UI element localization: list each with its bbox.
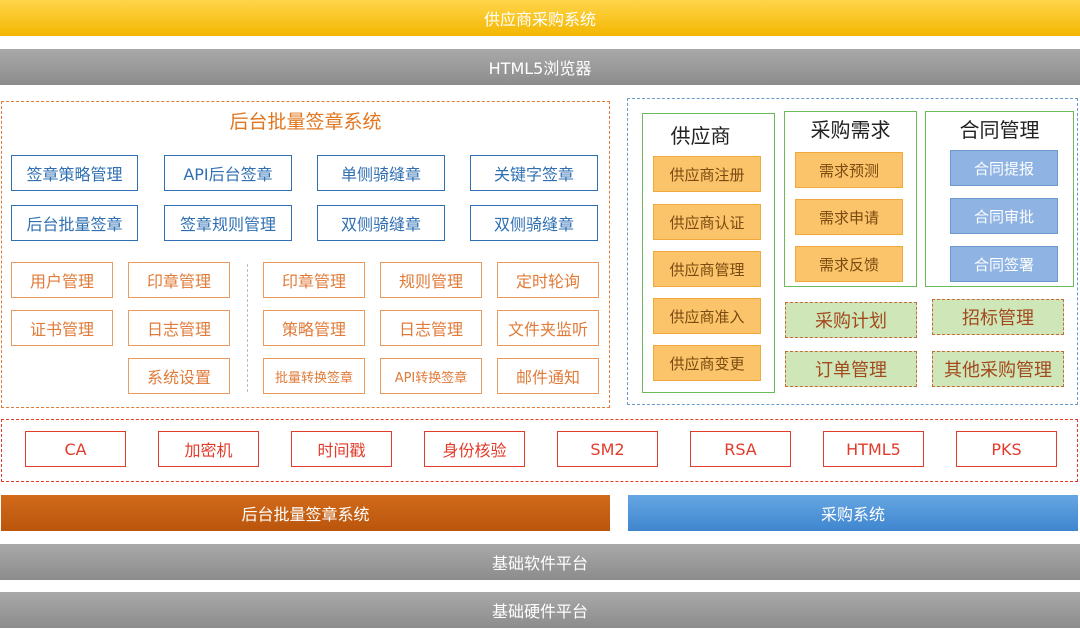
sm2-box: SM2 [557,431,658,467]
folder-monitoring-box: 文件夹监听 [497,310,599,346]
rule-management-box: 规则管理 [380,262,482,298]
procurement-system-bar: 采购系统 [628,495,1078,531]
scheduled-polling-box: 定时轮询 [497,262,599,298]
contract-title: 合同管理 [959,117,1040,142]
single-side-seam-seal-box: 单侧骑缝章 [317,155,445,191]
contract-approval-box: 合同审批 [950,198,1058,234]
contract-signing-box: 合同签署 [950,246,1058,282]
html5-box: HTML5 [823,431,924,467]
double-side-seam-seal-box-2: 双侧骑缝章 [470,205,598,241]
double-side-seam-seal-box: 双侧骑缝章 [317,205,445,241]
ca-box: CA [25,431,126,467]
pks-box: PKS [956,431,1057,467]
bidding-management-box: 招标管理 [932,299,1064,335]
supplier-management-box: 供应商管理 [653,251,761,287]
signing-strategy-management-box: 签章策略管理 [11,155,138,191]
procurement-system-bar-label: 采购系统 [820,505,885,524]
procurement-plan-box: 采购计划 [785,302,917,338]
security-layer-panel [1,419,1078,482]
hardware-platform-label: 基础硬件平台 [491,602,588,621]
identity-verification-box: 身份核验 [424,431,525,467]
seal-management-box: 印章管理 [128,262,230,298]
email-notification-box: 邮件通知 [497,358,599,394]
batch-convert-signing-box: 批量转换签章 [263,358,365,394]
software-platform-label: 基础软件平台 [491,554,588,573]
procurement-panel [627,98,1078,405]
backend-system-panel [1,101,610,408]
supplier-procurement-system-label: 供应商采购系统 [483,10,596,29]
html5-browser-bar: HTML5浏览器 [0,49,1080,85]
backend-system-bar-label: 后台批量签章系统 [241,505,370,524]
order-management-box: 订单管理 [785,351,917,387]
keyword-signing-box: 关键字签章 [470,155,598,191]
backend-batch-signing-box: 后台批量签章 [11,205,138,241]
demand-application-box: 需求申请 [795,199,903,235]
hardware-platform-bar: 基础硬件平台 [0,592,1080,628]
demand-forecast-box: 需求预测 [795,152,903,188]
supplier-registration-box: 供应商注册 [653,156,761,192]
software-platform-bar: 基础软件平台 [0,544,1080,580]
demand-title: 采购需求 [810,117,891,142]
rsa-box: RSA [690,431,791,467]
log-management-box-2: 日志管理 [380,310,482,346]
supplier-change-box: 供应商变更 [653,345,761,381]
api-convert-signing-box: API转换签章 [380,358,482,394]
other-procurement-management-box: 其他采购管理 [932,351,1064,387]
log-management-box: 日志管理 [128,310,230,346]
encryption-machine-box: 加密机 [158,431,259,467]
user-management-box: 用户管理 [11,262,113,298]
timestamp-box: 时间戳 [291,431,392,467]
backend-system-bar: 后台批量签章系统 [1,495,610,531]
supplier-admission-box: 供应商准入 [653,298,761,334]
supplier-certification-box: 供应商认证 [653,204,761,240]
strategy-management-box: 策略管理 [263,310,365,346]
signing-rule-management-box: 签章规则管理 [164,205,292,241]
seal-management-box-2: 印章管理 [263,262,365,298]
contract-submission-box: 合同提报 [950,150,1058,186]
api-backend-signing-box: API后台签章 [164,155,292,191]
demand-feedback-box: 需求反馈 [795,246,903,282]
html5-browser-label: HTML5浏览器 [488,59,592,78]
backend-system-title: 后台批量签章系统 [229,110,382,133]
grid-divider [247,264,248,392]
supplier-procurement-system-bar: 供应商采购系统 [0,0,1080,36]
certificate-management-box: 证书管理 [11,310,113,346]
system-settings-box: 系统设置 [128,358,230,394]
supplier-title: 供应商 [670,123,731,148]
